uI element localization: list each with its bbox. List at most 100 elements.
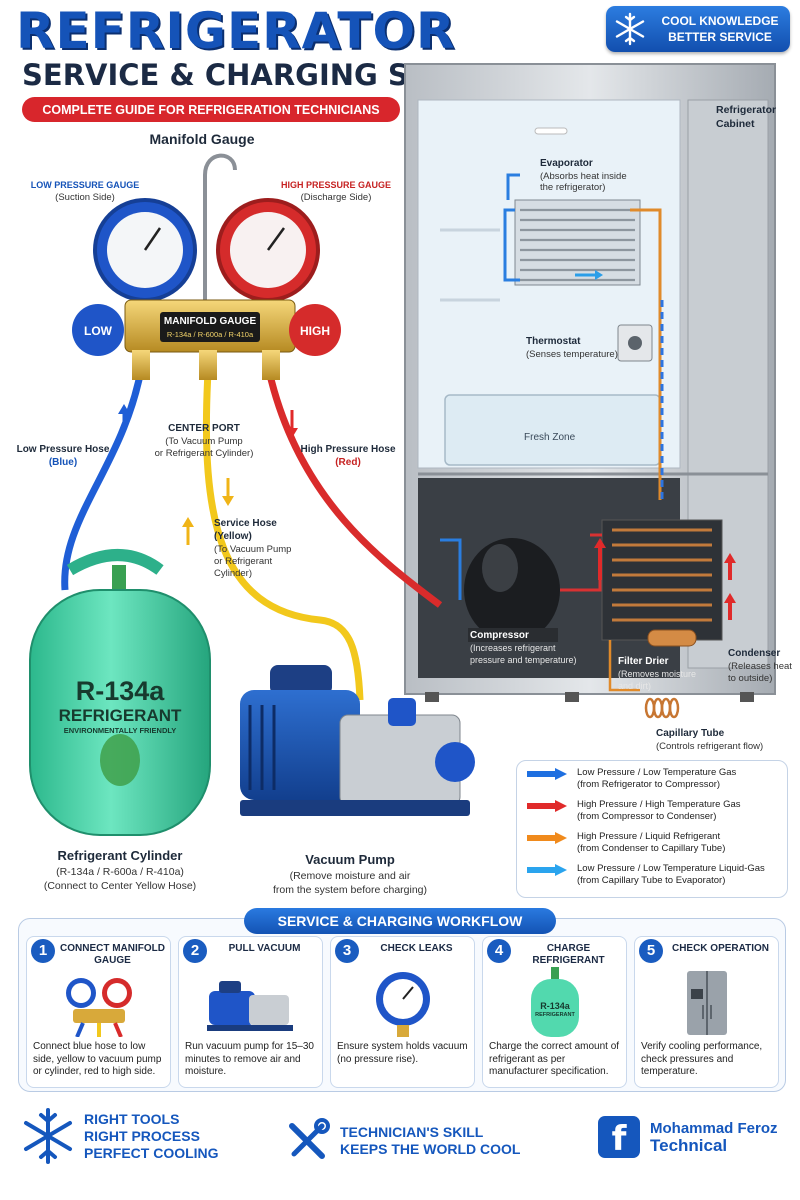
red-arrow-icon: [527, 800, 567, 812]
cabinet-label-1: Refrigerator: [716, 104, 777, 116]
footer-mid-1: TECHNICIAN'S SKILL: [340, 1124, 484, 1140]
brand-badge: COOL KNOWLEDGE BETTER SERVICE: [606, 6, 790, 52]
step-number: 4: [487, 939, 511, 963]
snowflake-icon: [24, 1108, 72, 1164]
refrigerator-cabinet: [404, 63, 776, 719]
badge-line-1: COOL KNOWLEDGE: [661, 14, 779, 28]
footer-right-2: Technical: [650, 1136, 728, 1155]
legend-1-line1: Low Pressure / Low Temperature Gas: [577, 767, 737, 778]
low-hose-color: (Blue): [48, 457, 78, 468]
condenser-sub-1: (Releases heat: [728, 661, 792, 672]
footer-author[interactable]: f Mohammad Feroz Technical: [598, 1116, 778, 1159]
refrigerant-cylinder-drawing: [29, 549, 211, 836]
flow-arrows: [506, 173, 736, 620]
compressor-sub-2: pressure and temperature): [470, 655, 577, 665]
step-description: Charge the correct amount of refrigerant…: [489, 1041, 620, 1077]
wrench-screwdriver-icon: [289, 1118, 330, 1159]
cylinder-eco: ENVIRONMENTALLY FRIENDLY: [63, 726, 177, 735]
capillary-label: Capillary Tube: [656, 728, 725, 739]
step-title: PULL VACUUM: [228, 943, 301, 954]
compressor-sub-1: (Increases refrigerant: [470, 643, 556, 653]
workflow-step-1: 1 CONNECT MANIFOLD GAUGE Connect blue ho…: [26, 936, 171, 1088]
pressure-gauge-icon: [376, 972, 430, 1037]
step-title: CONNECT MANIFOLD GAUGE: [60, 943, 165, 966]
legend-4-line2: (from Capillary Tube to Evaporator): [577, 875, 726, 886]
workflow-step-4: 4 CHARGE REFRIGERANT R-134a REFRIGERANT …: [482, 936, 627, 1088]
step-number: 5: [639, 939, 663, 963]
service-hose-sub-2: or Refrigerant: [214, 556, 273, 567]
light-blue-arrow-icon: [527, 864, 567, 876]
cylinder-word: REFRIGERANT: [58, 706, 182, 725]
workflow-step-3: 3 CHECK LEAKS Ensure system holds vacuum…: [330, 936, 475, 1088]
cylinder-sub-2: (Connect to Center Yellow Hose): [43, 880, 197, 892]
thermostat-label: Thermostat: [526, 336, 581, 347]
high-gauge-title: HIGH PRESSURE GAUGE: [280, 180, 392, 190]
low-hose-title: Low Pressure Hose: [16, 444, 110, 455]
manifold-gauge-drawing: [72, 153, 341, 380]
step-title: CHARGE REFRIGERANT: [532, 943, 605, 966]
legend-4-line1: Low Pressure / Low Temperature Liquid-Ga…: [577, 863, 765, 874]
step-description: Ensure system holds vacuum (no pressure …: [337, 1041, 468, 1065]
legend-3-line2: (from Condenser to Capillary Tube): [577, 843, 726, 854]
high-hose-title: High Pressure Hose: [300, 444, 396, 455]
service-hose-sub-3: Cylinder): [214, 568, 253, 579]
evaporator-label: Evaporator: [540, 158, 593, 169]
cylinder-title: Refrigerant Cylinder: [57, 848, 183, 863]
footer-left-2: RIGHT PROCESS: [84, 1127, 200, 1144]
snowflake-icon: [615, 12, 645, 46]
thermostat-sub: (Senses temperature): [526, 349, 618, 360]
refrigerator-icon: [687, 971, 727, 1035]
footer-mid-2: KEEPS THE WORLD COOL: [340, 1141, 521, 1157]
legend-1-line2: (from Refrigerator to Compressor): [577, 779, 721, 790]
legend-row: Low Pressure / Low Temperature Gas(from …: [525, 767, 736, 791]
service-hose-color: (Yellow): [214, 531, 252, 542]
workflow-title: SERVICE & CHARGING WORKFLOW: [244, 908, 556, 934]
cabinet-label-2: Cabinet: [716, 118, 755, 130]
cylinder-sub-1: (R-134a / R-600a / R-410a): [56, 866, 184, 878]
badge-line-2: BETTER SERVICE: [668, 30, 772, 44]
step-title: CHECK OPERATION: [671, 943, 770, 954]
footer-right-1: Mohammad Feroz: [650, 1120, 778, 1137]
legend-2-line1: High Pressure / High Temperature Gas: [577, 799, 741, 810]
guide-ribbon: COMPLETE GUIDE FOR REFRIGERATION TECHNIC…: [22, 97, 400, 122]
system-illustration: [29, 63, 776, 836]
low-pressure-hose: [61, 374, 144, 591]
low-gauge-title: LOW PRESSURE GAUGE: [30, 180, 140, 190]
condenser-label: Condenser: [728, 648, 781, 659]
high-pressure-hose: [266, 374, 443, 608]
refrigerant-cylinder-icon: [531, 967, 579, 1037]
step-title: CHECK LEAKS: [380, 943, 453, 954]
center-port-sub-2: or Refrigerant Cylinder): [154, 448, 254, 459]
mini-cylinder-label-1: R-134a: [540, 1001, 570, 1011]
step-number: 2: [183, 939, 207, 963]
service-hose-title: Service Hose: [214, 518, 277, 529]
pump-sub-1: (Remove moisture and air: [289, 870, 411, 882]
legend-row: High Pressure / Liquid Refrigerant(from …: [525, 831, 725, 855]
step-description: Verify cooling performance, check pressu…: [641, 1041, 763, 1077]
workflow-step-5: 5 CHECK OPERATION Verify cooling perform…: [634, 936, 779, 1088]
facebook-icon[interactable]: f: [598, 1116, 640, 1159]
page-title: REFRIGERATOR: [16, 2, 456, 60]
fresh-zone-label: Fresh Zone: [524, 432, 576, 443]
blue-arrow-icon: [527, 768, 567, 780]
legend-row: Low Pressure / Low Temperature Liquid-Ga…: [525, 863, 765, 887]
step-number: 1: [31, 939, 55, 963]
pump-title: Vacuum Pump: [305, 852, 395, 867]
high-hose-color: (Red): [335, 457, 361, 468]
cylinder-gas: R-134a: [75, 676, 165, 706]
flow-legend: Low Pressure / Low Temperature Gas(from …: [516, 760, 788, 898]
service-hose: [202, 371, 364, 701]
manifold-gauge-icon: [66, 978, 132, 1037]
pump-sub-2: from the system before charging): [272, 884, 428, 896]
manifold-title: Manifold Gauge: [149, 131, 255, 147]
legend-row: High Pressure / High Temperature Gas(fro…: [525, 799, 741, 823]
manifold-body-label: MANIFOLD GAUGE: [163, 316, 257, 327]
footer-left-3: PERFECT COOLING: [84, 1144, 219, 1161]
evaporator-sub-1: (Absorbs heat inside: [540, 171, 627, 182]
vacuum-pump-icon: [207, 981, 293, 1031]
evaporator-sub-2: the refrigerator): [540, 182, 606, 193]
mini-cylinder-label-2: REFRIGERANT: [535, 1012, 575, 1018]
footer-left-1: RIGHT TOOLS: [84, 1110, 180, 1127]
orange-arrow-icon: [527, 832, 567, 844]
vacuum-pump-drawing: [240, 665, 475, 816]
